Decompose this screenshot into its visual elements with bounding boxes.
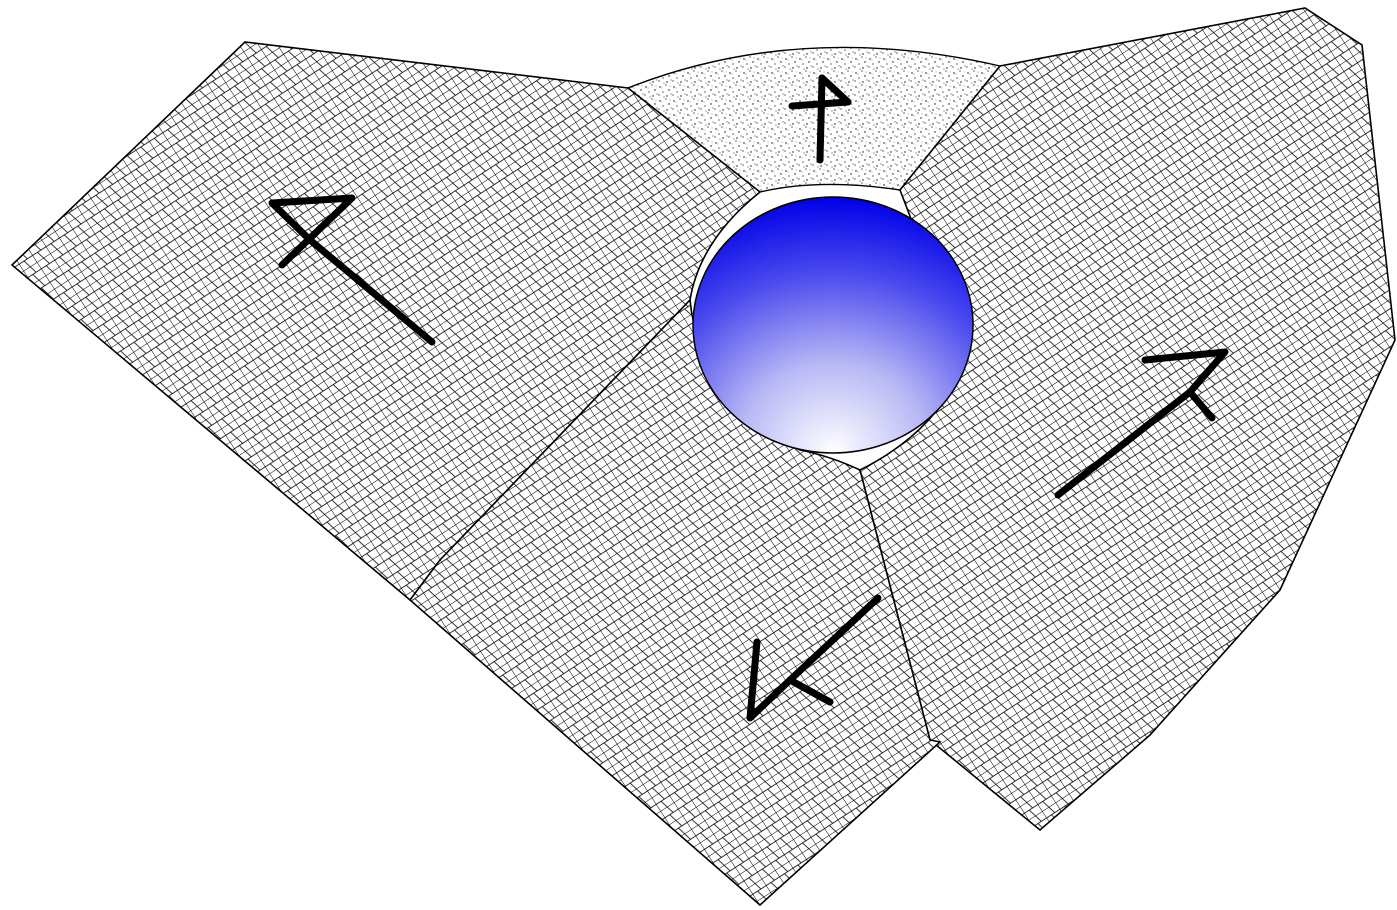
central-sphere — [693, 197, 973, 453]
arrow-top-shaft — [820, 78, 822, 160]
